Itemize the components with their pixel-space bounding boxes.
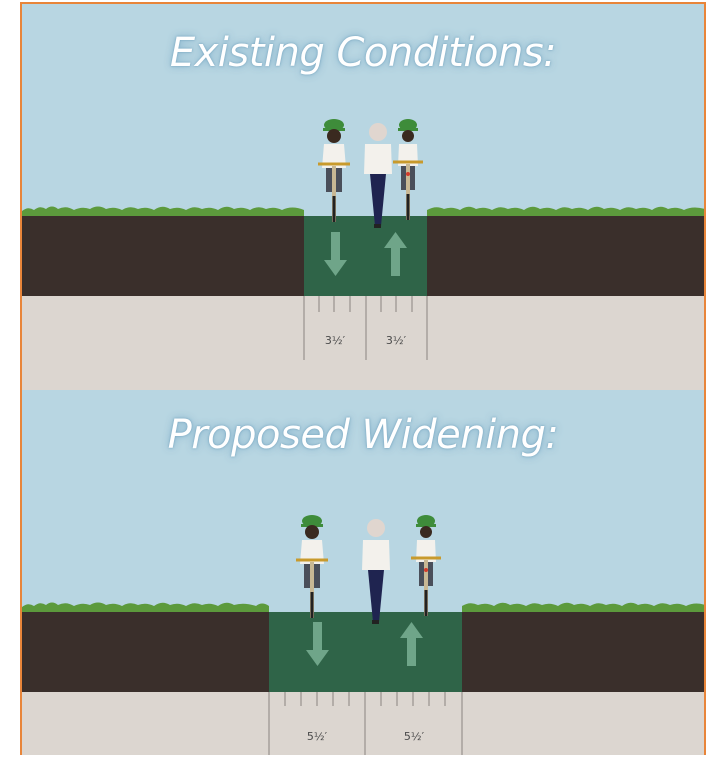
lane-width-label: 5½′ (306, 730, 328, 743)
sky (22, 4, 704, 216)
cyclist-icon (296, 515, 328, 618)
pedestrian-icon (364, 123, 392, 228)
arrow-up-icon (384, 232, 407, 276)
grass-left (22, 206, 304, 216)
grass-right (462, 602, 704, 612)
lane-width-label: 3½′ (385, 334, 407, 347)
lane-width-label: 5½′ (403, 730, 425, 743)
proposed-cross-section (22, 390, 704, 755)
diagram-frame: Existing Conditions: 3½′ 3½′ (20, 2, 706, 755)
lane-width-label: 3½′ (324, 334, 346, 347)
existing-cross-section (22, 4, 704, 390)
proposed-widening-panel: Proposed Widening: 5½′ 5½′ (22, 390, 704, 755)
dimension-markers (303, 296, 428, 360)
arrow-down-icon (324, 232, 347, 276)
panel-title: Proposed Widening: (167, 412, 559, 458)
trail-surface (269, 612, 462, 692)
soil-right (462, 612, 704, 692)
cyclist-icon (393, 119, 423, 220)
trail-surface (304, 216, 427, 296)
cyclist-icon (411, 515, 441, 616)
ground (22, 692, 704, 755)
dimension-markers (268, 692, 463, 755)
sky (22, 390, 704, 612)
grass-left (22, 602, 269, 612)
cyclist-icon (318, 119, 350, 222)
soil-left (22, 612, 269, 692)
soil-right (427, 216, 704, 296)
grass-right (427, 206, 704, 216)
arrow-down-icon (306, 622, 329, 666)
existing-conditions-panel: Existing Conditions: 3½′ 3½′ (22, 4, 704, 390)
arrow-up-icon (400, 622, 423, 666)
soil-left (22, 216, 304, 296)
panel-title: Existing Conditions: (169, 30, 557, 76)
pedestrian-icon (362, 519, 390, 624)
ground (22, 296, 704, 390)
